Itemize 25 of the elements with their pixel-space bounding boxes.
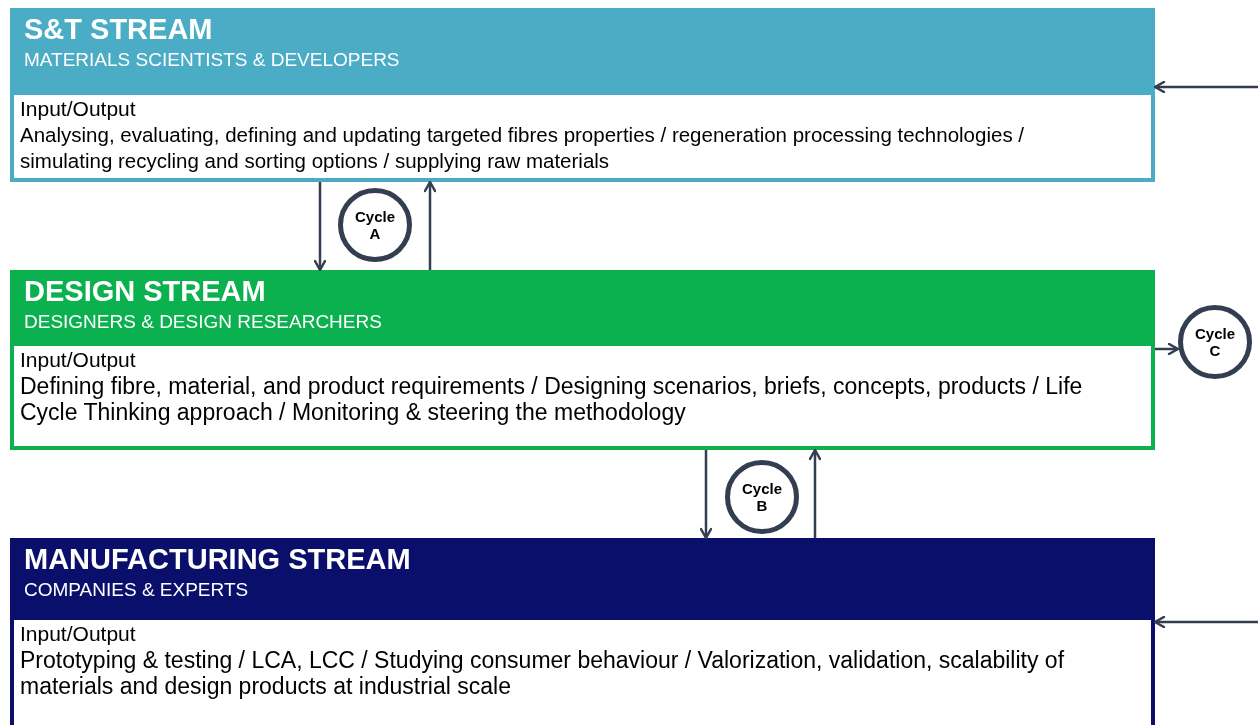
stream-subtitle: DESIGNERS & DESIGN RESEARCHERS xyxy=(24,310,382,334)
arrow xyxy=(699,450,713,540)
stream-subtitle: COMPANIES & EXPERTS xyxy=(24,578,249,602)
arrow xyxy=(313,182,327,272)
stream-panel xyxy=(10,270,1155,450)
stream-panel xyxy=(10,538,1155,725)
arrow xyxy=(423,180,437,270)
io-heading: Input/Output xyxy=(20,621,137,647)
stream-title: MANUFACTURING STREAM xyxy=(24,542,411,576)
io-description: Defining fibre, material, and product requirements / Designing scenarios, briefs, concepts, products / Life Cycle Thinking approach / Monitoring & steering the methodology xyxy=(20,373,1084,425)
cycle-label: Cycle C xyxy=(1194,325,1236,359)
arrow xyxy=(1153,80,1258,94)
io-heading: Input/Output xyxy=(20,347,137,373)
io-heading: Input/Output xyxy=(20,96,137,122)
io-description: Prototyping & testing / LCA, LCC / Studying consumer behaviour / Valorization, validation, scalability of materials and design products at industrial scale xyxy=(20,647,1066,699)
stream-subtitle: MATERIALS SCIENTISTS & DEVELOPERS xyxy=(24,48,400,72)
arrow xyxy=(808,448,822,538)
stream-title: DESIGN STREAM xyxy=(24,274,266,308)
cycle-label: Cycle A xyxy=(354,208,396,242)
stream-title: S&T STREAM xyxy=(24,12,213,46)
cycle-label: Cycle B xyxy=(741,480,783,514)
arrow xyxy=(1153,615,1258,629)
stream-panel xyxy=(10,8,1155,182)
arrow xyxy=(1155,342,1180,356)
io-description: Analysing, evaluating, defining and updating targeted fibres properties / regeneration processing technologies / simulating recycling and sorting options / supplying raw materials xyxy=(20,122,1026,174)
